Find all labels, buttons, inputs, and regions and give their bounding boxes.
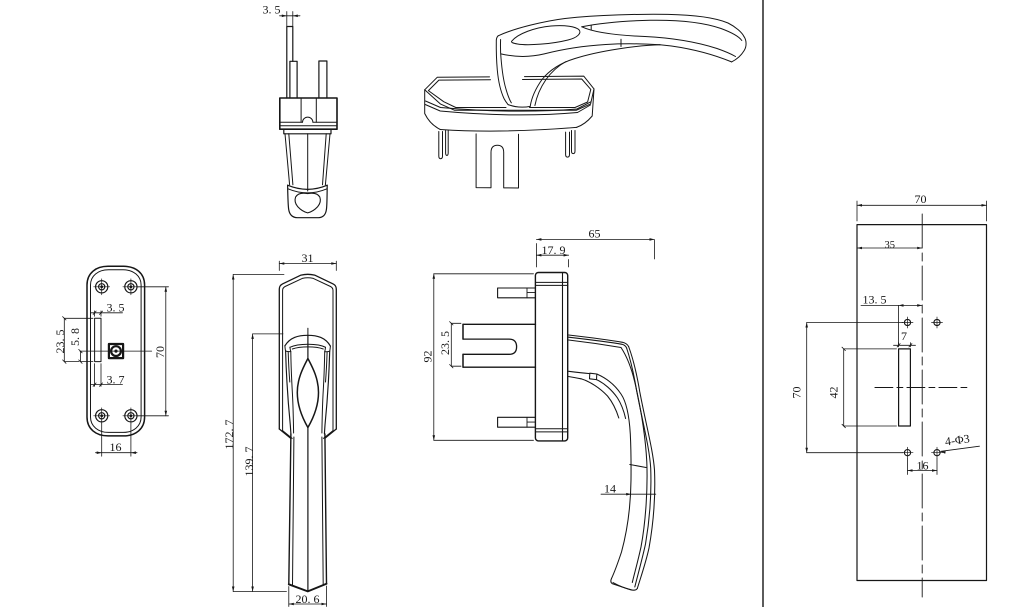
svg-text:139. 7: 139. 7 [242, 447, 256, 477]
svg-text:23. 5: 23. 5 [438, 331, 452, 355]
svg-text:172. 7: 172. 7 [222, 420, 236, 450]
svg-text:3. 7: 3. 7 [107, 372, 125, 386]
svg-text:13. 5: 13. 5 [863, 292, 887, 306]
svg-text:14: 14 [604, 482, 616, 496]
svg-text:17. 9: 17. 9 [542, 243, 566, 257]
svg-text:70: 70 [153, 346, 167, 358]
svg-text:16: 16 [917, 458, 929, 472]
svg-text:42: 42 [827, 387, 841, 399]
svg-text:4-Φ3: 4-Φ3 [944, 431, 970, 448]
svg-text:65: 65 [589, 227, 601, 241]
svg-text:7: 7 [901, 329, 907, 343]
svg-text:70: 70 [915, 192, 927, 206]
svg-text:3. 5: 3. 5 [107, 301, 125, 315]
svg-text:35: 35 [885, 240, 896, 251]
svg-text:3. 5: 3. 5 [263, 2, 281, 16]
svg-text:70: 70 [790, 387, 804, 399]
svg-text:5. 8: 5. 8 [68, 328, 82, 346]
svg-text:16: 16 [110, 440, 122, 454]
svg-text:23. 5: 23. 5 [53, 330, 67, 354]
svg-text:92: 92 [420, 351, 434, 363]
svg-text:20. 6: 20. 6 [296, 592, 320, 606]
svg-text:31: 31 [302, 251, 314, 265]
